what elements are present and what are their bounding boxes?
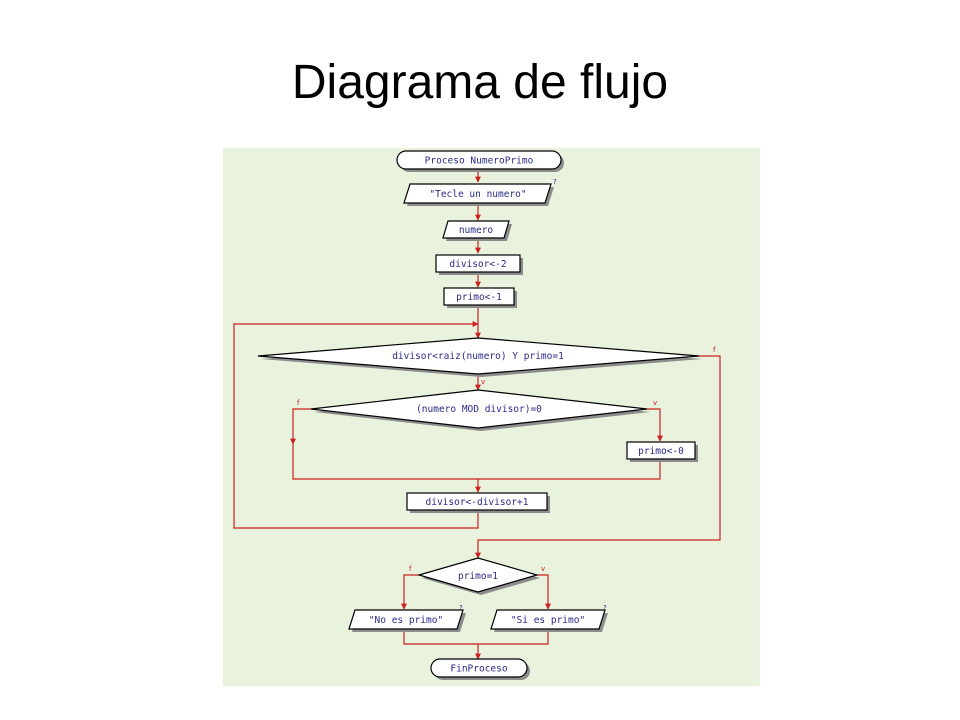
assign-primo-label: primo<-1 (456, 292, 502, 303)
end-label: FinProceso (450, 664, 507, 675)
start-label: Proceso NumeroPrimo (425, 156, 534, 167)
output-prompt-mark: ? (553, 178, 557, 186)
input-node: numero (442, 220, 512, 241)
assign-primo-node: primo<-1 (443, 287, 517, 308)
flowchart-diagram: f v f v f v Proceso NumeroPrimo "Tecle u… (223, 148, 760, 686)
output-no-mark: ? (459, 604, 463, 612)
output-yes-label: "Si es primo" (511, 615, 585, 626)
if-condition-label: (numero MOD divisor)=0 (416, 404, 542, 415)
final-false-label: f (409, 565, 412, 573)
if-true-label: v (653, 399, 657, 407)
assign-divisor-label: divisor<-2 (449, 259, 506, 270)
output-yes-mark: ? (603, 604, 607, 612)
end-terminal: FinProceso (430, 658, 530, 680)
output-no-node: "No es primo" ? (348, 604, 466, 632)
input-label: numero (459, 225, 494, 236)
slide-title: Diagrama de flujo (291, 56, 669, 109)
increment-divisor-label: divisor<-divisor+1 (426, 497, 529, 508)
if-decision: (numero MOD divisor)=0 (310, 389, 650, 431)
output-no-label: "No es primo" (369, 615, 443, 626)
assign-primo-zero-node: primo<-0 (626, 441, 698, 462)
assign-divisor-node: divisor<-2 (435, 254, 523, 275)
connector-lines (233, 170, 721, 660)
output-prompt-node: "Tecle un numero" ? (403, 178, 557, 206)
assign-primo-zero-label: primo<-0 (638, 446, 684, 457)
final-decision: primo=1 (416, 557, 540, 595)
output-prompt-label: "Tecle un numero" (429, 189, 526, 200)
output-yes-node: "Si es primo" ? (490, 604, 608, 632)
while-true-label: v (481, 378, 485, 386)
final-condition-label: primo=1 (458, 571, 498, 582)
if-false-label: f (297, 399, 300, 407)
final-true-label: v (541, 565, 545, 573)
while-false-label: f (713, 346, 716, 354)
while-condition-label: divisor<raiz(numero) Y primo=1 (392, 351, 564, 362)
start-terminal: Proceso NumeroPrimo (396, 150, 564, 172)
while-decision: divisor<raiz(numero) Y primo=1 (257, 337, 702, 377)
increment-divisor-node: divisor<-divisor+1 (406, 492, 550, 513)
